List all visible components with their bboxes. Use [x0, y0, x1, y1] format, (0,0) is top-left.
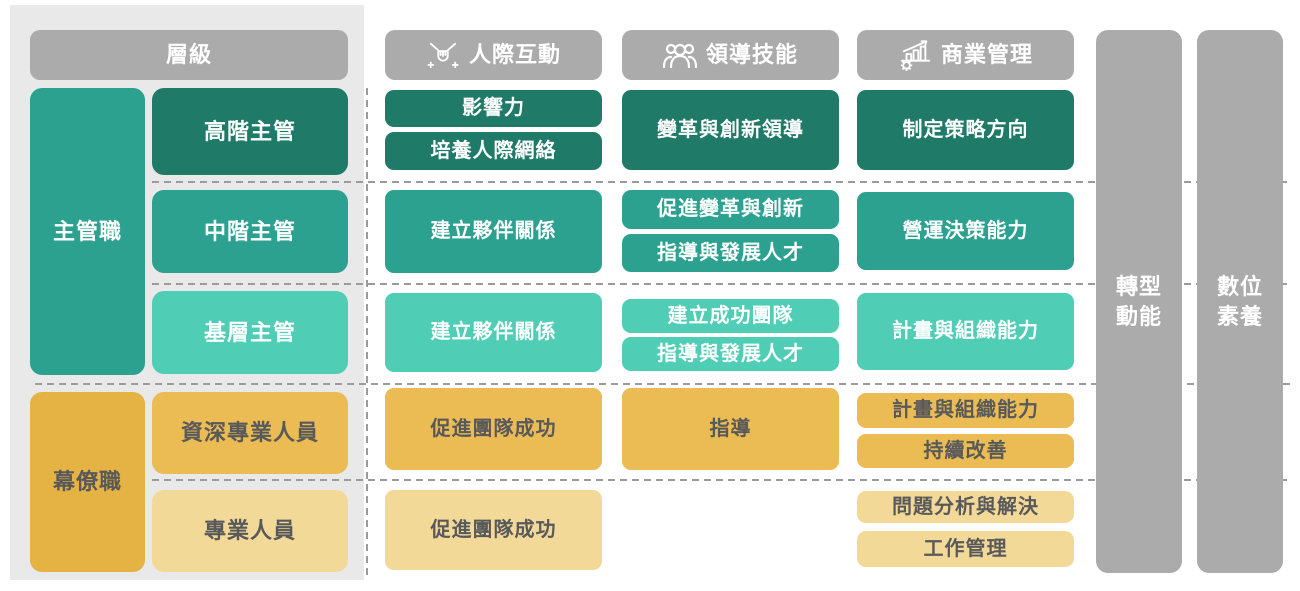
level-professional: 專業人員: [152, 490, 348, 572]
level-mid-manager: 中階主管: [152, 190, 348, 273]
cell-interpersonal-team-success-senior: 促進團隊成功: [385, 388, 602, 470]
group-management: 主管職: [30, 88, 145, 375]
people-group-icon: [662, 41, 697, 69]
cell-business-problem-analysis: 問題分析與解決: [857, 491, 1074, 523]
cell-business-work-management: 工作管理: [857, 531, 1074, 567]
bar-label-line1: 轉型: [1115, 273, 1162, 299]
cell-business-plan-organize-first: 計畫與組織能力: [857, 293, 1074, 370]
bar-label-line2: 動能: [1115, 303, 1162, 329]
level-senior-executive: 高階主管: [152, 88, 348, 175]
row-divider-1: [152, 181, 1292, 183]
cell-leadership-build-successful-team: 建立成功團隊: [622, 299, 839, 333]
chart-gear-icon: [898, 39, 932, 71]
cell-leadership-change-innovation-leading: 變革與創新領導: [622, 90, 839, 170]
group-staff: 幕僚職: [30, 392, 145, 572]
level-senior-professional: 資深專業人員: [152, 392, 348, 474]
cell-business-set-strategy: 制定策略方向: [857, 90, 1074, 170]
cell-interpersonal-partnership-mid: 建立夥伴關係: [385, 190, 602, 273]
hands-together-icon: [426, 39, 460, 71]
group-divider: [35, 383, 1292, 385]
column-header-leadership: 領導技能: [622, 30, 839, 80]
bar-label-line1: 數位: [1216, 273, 1263, 299]
cell-business-operational-decision: 營運決策能力: [857, 192, 1074, 270]
column-header-business: 商業管理: [857, 30, 1074, 80]
cell-interpersonal-networking: 培養人際網絡: [385, 132, 602, 170]
cell-leadership-coach-develop-first: 指導與發展人才: [622, 337, 839, 371]
cell-interpersonal-influence: 影響力: [385, 90, 602, 127]
cell-interpersonal-partnership-first: 建立夥伴關係: [385, 293, 602, 372]
level-column-divider: [366, 88, 368, 580]
cell-leadership-facilitate-change: 促進變革與創新: [622, 190, 839, 229]
cell-leadership-coach-develop-mid: 指導與發展人才: [622, 234, 839, 272]
digital-literacy-bar: 數位 素養: [1197, 30, 1283, 573]
transformation-momentum-bar: 轉型 動能: [1096, 30, 1182, 573]
level-header-label: 層級: [165, 42, 212, 68]
cell-leadership-coaching: 指導: [622, 388, 839, 470]
column-header-interpersonal: 人際互動: [385, 30, 602, 80]
bar-label-line2: 素養: [1216, 303, 1263, 329]
column-header-label: 領導技能: [705, 42, 798, 68]
level-header: 層級: [30, 30, 348, 80]
cell-interpersonal-team-success-pro: 促進團隊成功: [385, 490, 602, 570]
column-header-label: 商業管理: [940, 42, 1033, 68]
cell-business-continuous-improvement: 持續改善: [857, 434, 1074, 468]
cell-business-plan-organize-senior: 計畫與組織能力: [857, 393, 1074, 428]
level-first-line-manager: 基層主管: [152, 291, 348, 374]
row-divider-4: [152, 479, 1292, 481]
row-divider-2: [152, 283, 1292, 285]
column-header-label: 人際互動: [468, 42, 561, 68]
